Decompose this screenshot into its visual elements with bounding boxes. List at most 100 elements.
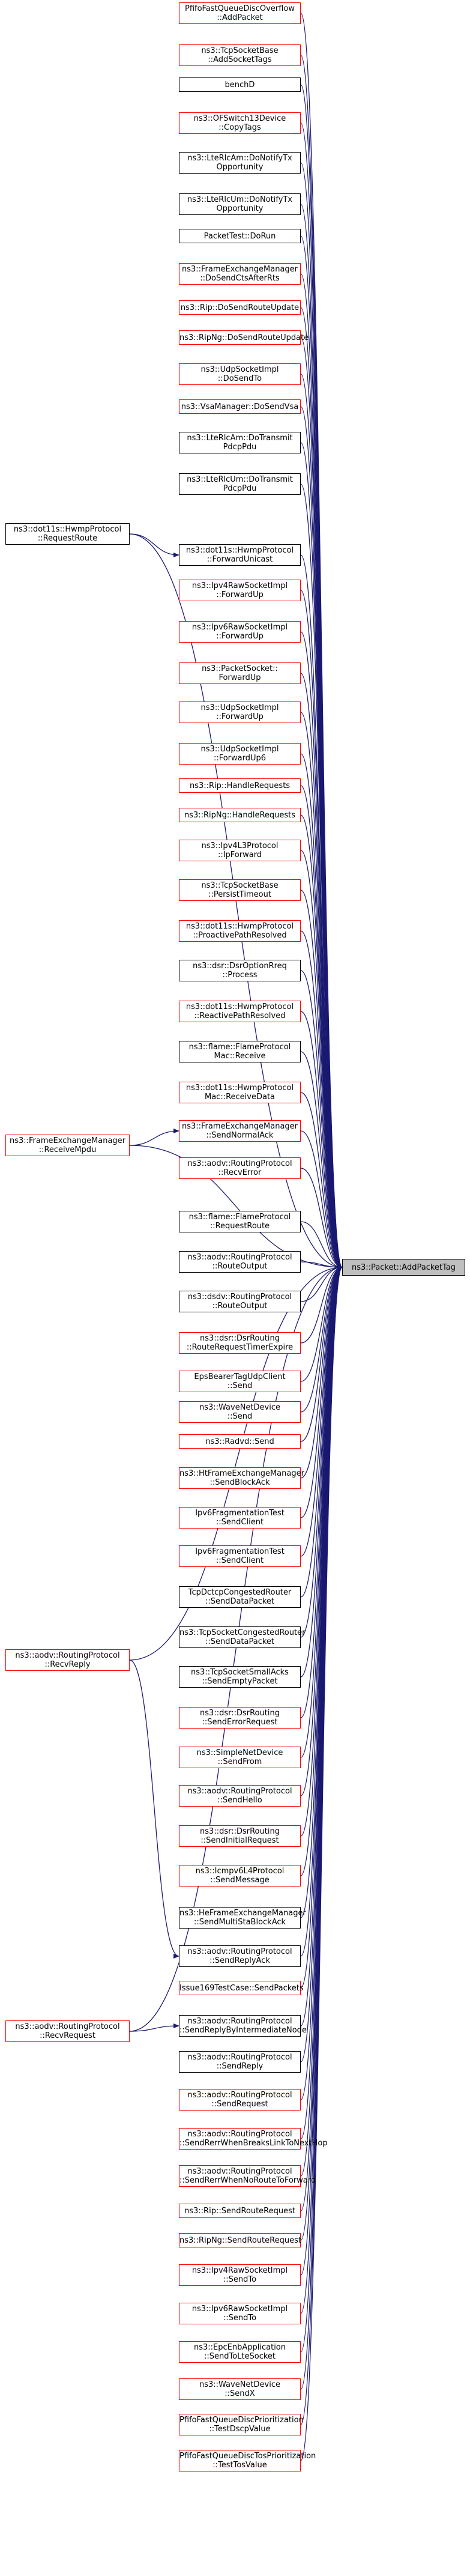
node-label-line: ns3::Icmpv6L4Protocol bbox=[195, 1867, 285, 1876]
caller-node[interactable]: ns3::aodv::RoutingProtocol::RouteOutput bbox=[179, 1251, 301, 1273]
caller-node[interactable]: ns3::dot11s::HwmpProtocol::ProactivePath… bbox=[179, 920, 301, 942]
caller-node[interactable]: ns3::dsdv::RoutingProtocol::RouteOutput bbox=[179, 1291, 301, 1312]
caller-node[interactable]: ns3::dsr::DsrRouting::SendErrorRequest bbox=[179, 1707, 301, 1729]
caller-node[interactable]: ns3::dsr::DsrOptionRreq::Process bbox=[179, 960, 301, 981]
node-label-line: ::RequestRoute bbox=[209, 1222, 270, 1231]
caller-node[interactable]: ns3::UdpSocketImpl::ForwardUp6 bbox=[179, 743, 301, 765]
caller-node[interactable]: ns3::Rip::HandleRequests bbox=[179, 778, 301, 793]
node-label-line: EpsBearerTagUdpClient bbox=[194, 1372, 286, 1381]
caller-node[interactable]: ns3::Ipv4RawSocketImpl::SendTo bbox=[179, 2264, 301, 2286]
left-caller-node[interactable]: ns3::dot11s::HwmpProtocol::RequestRoute bbox=[5, 523, 130, 545]
caller-node[interactable]: ns3::aodv::RoutingProtocol::SendHello bbox=[179, 1785, 301, 1807]
caller-node[interactable]: ns3::PacketSocket::ForwardUp bbox=[179, 662, 301, 684]
caller-node[interactable]: ns3::flame::FlameProtocol::RequestRoute bbox=[179, 1211, 301, 1232]
caller-node[interactable]: ns3::HeFrameExchangeManager::SendMultiSt… bbox=[179, 1907, 306, 1929]
caller-node[interactable]: ns3::TcpSocketBase::AddSocketTags bbox=[179, 44, 301, 66]
edge-to-target bbox=[300, 1130, 343, 1270]
caller-node[interactable]: PfifoFastQueueDiscTosPrioritization::Tes… bbox=[179, 2450, 316, 2471]
edge-to-target bbox=[300, 1265, 343, 1557]
node-label-line: ns3::Rip::SendRouteRequest bbox=[184, 2206, 295, 2216]
edge-to-target bbox=[300, 1265, 343, 1442]
caller-node[interactable]: ns3::Rip::DoSendRouteUpdate bbox=[179, 300, 301, 315]
caller-node[interactable]: ns3::aodv::RoutingProtocol::SendReplyByI… bbox=[179, 2015, 307, 2037]
caller-node[interactable]: ns3::dsr::DsrRouting::RouteRequestTimerE… bbox=[179, 1332, 301, 1354]
caller-node[interactable]: EpsBearerTagUdpClient::Send bbox=[179, 1371, 301, 1392]
caller-node[interactable]: ns3::UdpSocketImpl::DoSendTo bbox=[179, 363, 301, 385]
edge-to-target bbox=[300, 235, 343, 1270]
caller-node[interactable]: ns3::TcpSocketBase::PersistTimeout bbox=[179, 879, 301, 901]
node-label-line: ::Send bbox=[227, 1381, 253, 1390]
caller-node[interactable]: ns3::aodv::RoutingProtocol::SendRerrWhen… bbox=[179, 2165, 316, 2187]
caller-node[interactable]: ns3::aodv::RoutingProtocol::SendRerrWhen… bbox=[179, 2128, 328, 2150]
caller-node[interactable]: PacketTest::DoRun bbox=[179, 229, 301, 243]
node-label-line: ::Send bbox=[227, 1412, 253, 1421]
caller-node[interactable]: ns3::RipNg::HandleRequests bbox=[179, 808, 301, 822]
caller-node[interactable]: ns3::Radvd::Send bbox=[179, 1434, 301, 1449]
caller-node[interactable]: PfifoFastQueueDiscPrioritization::TestDs… bbox=[179, 2414, 304, 2435]
node-label-line: ns3::UdpSocketImpl bbox=[200, 365, 279, 374]
caller-node[interactable]: ns3::dsr::DsrRouting::SendInitialRequest bbox=[179, 1825, 301, 1847]
caller-node[interactable]: ns3::aodv::RoutingProtocol::RecvError bbox=[179, 1157, 301, 1179]
caller-node[interactable]: ns3::aodv::RoutingProtocol::SendRequest bbox=[179, 2089, 301, 2111]
caller-node[interactable]: ns3::SimpleNetDevice::SendFrom bbox=[179, 1747, 301, 1768]
caller-node[interactable]: ns3::Ipv6RawSocketImpl::ForwardUp bbox=[179, 621, 301, 643]
node-label-line: ::SendEmptyPacket bbox=[202, 1677, 278, 1686]
caller-node[interactable]: ns3::aodv::RoutingProtocol::SendReplyAck bbox=[179, 1945, 301, 1967]
edge-to-target bbox=[300, 374, 343, 1270]
caller-node[interactable]: ns3::OFSwitch13Device::CopyTags bbox=[179, 112, 301, 134]
caller-node[interactable]: ns3::FrameExchangeManager::SendNormalAck bbox=[179, 1120, 301, 1142]
caller-node[interactable]: ns3::VsaManager::DoSendVsa bbox=[179, 399, 301, 414]
caller-node[interactable]: ns3::UdpSocketImpl::ForwardUp bbox=[179, 702, 301, 723]
node-label-line: ::SendReplyAck bbox=[209, 1956, 270, 1965]
caller-node[interactable]: ns3::WaveNetDevice::SendX bbox=[179, 2378, 301, 2400]
edge-to-target bbox=[300, 970, 343, 1270]
node-label-line: ns3::Rip::HandleRequests bbox=[189, 781, 291, 790]
edge-to-target bbox=[300, 483, 343, 1270]
caller-node[interactable]: ns3::WaveNetDevice::Send bbox=[179, 1401, 301, 1423]
node-label-line: ::CopyTags bbox=[218, 123, 261, 132]
caller-node[interactable]: benchD bbox=[179, 77, 301, 92]
caller-node[interactable]: ns3::FrameExchangeManager::DoSendCtsAfte… bbox=[179, 263, 301, 285]
caller-node[interactable]: PfifoFastQueueDiscOverflow::AddPacket bbox=[179, 2, 301, 24]
edge-to-target bbox=[129, 1265, 343, 1661]
caller-node[interactable]: ns3::dot11s::HwmpProtocol::ForwardUnicas… bbox=[179, 544, 301, 566]
node-label-line: ns3::dsr::DsrOptionRreq bbox=[193, 962, 287, 971]
caller-node[interactable]: ns3::Ipv6RawSocketImpl::SendTo bbox=[179, 2303, 301, 2324]
caller-node[interactable]: Issue169TestCase::SendPackets bbox=[179, 1981, 304, 1995]
node-label-line: ns3::aodv::RoutingProtocol bbox=[187, 1787, 292, 1796]
caller-node[interactable]: ns3::TcpSocketCongestedRouter::SendDataP… bbox=[179, 1626, 305, 1648]
node-label-line: Ipv6FragmentationTest bbox=[195, 1547, 285, 1556]
caller-node[interactable]: ns3::dot11s::HwmpProtocol::ReactivePathR… bbox=[179, 1001, 301, 1022]
caller-node[interactable]: ns3::EpcEnbApplication::SendToLteSocket bbox=[179, 2341, 301, 2363]
node-label-line: ns3::flame::FlameProtocol bbox=[188, 1213, 291, 1222]
caller-node[interactable]: Ipv6FragmentationTest::SendClient bbox=[179, 1545, 301, 1567]
left-caller-node[interactable]: ns3::FrameExchangeManager::ReceiveMpdu bbox=[5, 1135, 130, 1156]
caller-node[interactable]: ns3::Rip::SendRouteRequest bbox=[179, 2204, 301, 2218]
edge-to-caller bbox=[129, 1129, 179, 1146]
caller-node[interactable]: ns3::HtFrameExchangeManager::SendBlockAc… bbox=[179, 1467, 304, 1489]
caller-node[interactable]: ns3::RipNg::SendRouteRequest bbox=[179, 2233, 301, 2247]
caller-node[interactable]: ns3::Icmpv6L4Protocol::SendMessage bbox=[179, 1865, 301, 1887]
caller-node[interactable]: TcpDctcpCongestedRouter::SendDataPacket bbox=[179, 1586, 301, 1608]
node-label-line: Issue169TestCase::SendPackets bbox=[179, 1983, 304, 1993]
node-label-line: ns3::UdpSocketImpl bbox=[200, 745, 279, 754]
caller-node[interactable]: ns3::aodv::RoutingProtocol::SendReply bbox=[179, 2051, 301, 2073]
node-label-line: ns3::RipNg::SendRouteRequest bbox=[179, 2235, 301, 2245]
caller-node[interactable]: ns3::RipNg::DoSendRouteUpdate bbox=[179, 330, 309, 345]
caller-node[interactable]: Ipv6FragmentationTest::SendClient bbox=[179, 1507, 301, 1529]
caller-node[interactable]: ns3::TcpSocketSmallAcks::SendEmptyPacket bbox=[179, 1666, 301, 1688]
edge-to-target bbox=[129, 1265, 343, 2032]
edge-to-target bbox=[300, 1265, 343, 1638]
left-caller-node[interactable]: ns3::aodv::RoutingProtocol::RecvRequest bbox=[5, 2020, 130, 2042]
left-caller-node[interactable]: ns3::aodv::RoutingProtocol::RecvReply bbox=[5, 1649, 130, 1671]
caller-node[interactable]: ns3::Ipv4L3Protocol::IpForward bbox=[179, 840, 301, 861]
node-label-line: ::TestTosValue bbox=[212, 2461, 267, 2470]
caller-node[interactable]: ns3::Ipv4RawSocketImpl::ForwardUp bbox=[179, 580, 301, 601]
